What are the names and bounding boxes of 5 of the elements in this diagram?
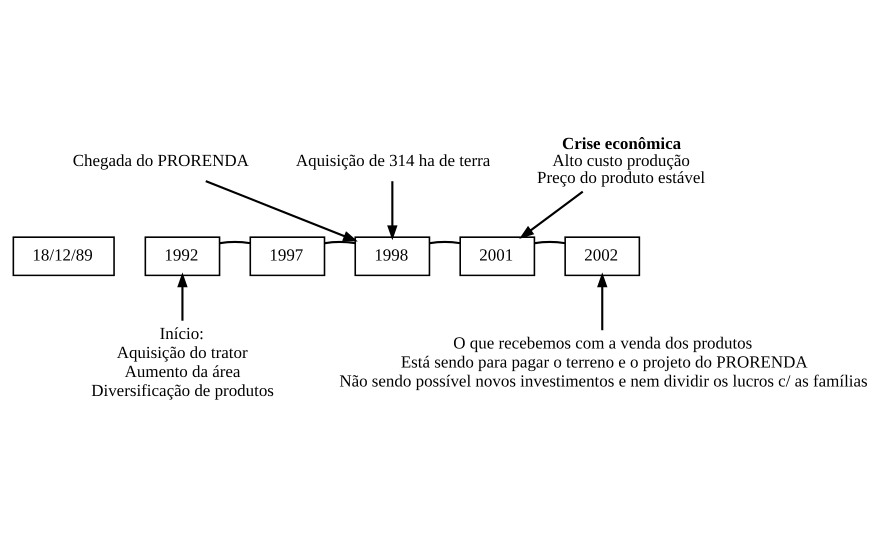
node-text: Crise econômica Alto custo produção Preço do produto estável — [537, 134, 706, 187]
node-text: Chegada do PRORENDA — [72, 150, 249, 170]
node-text: Aquisição de 314 ha de terra — [296, 150, 490, 170]
node-text: O que recebemos com a venda dos produtos Está sendo para pagar o terreno e o projeto do PRORENDA Não sendo possível novos investimentos e nem dividir os lucros c/ as famílias — [339, 333, 868, 390]
node-text: Início: Aquisição do trator Aumento da área Diversificação de produtos — [91, 324, 274, 400]
